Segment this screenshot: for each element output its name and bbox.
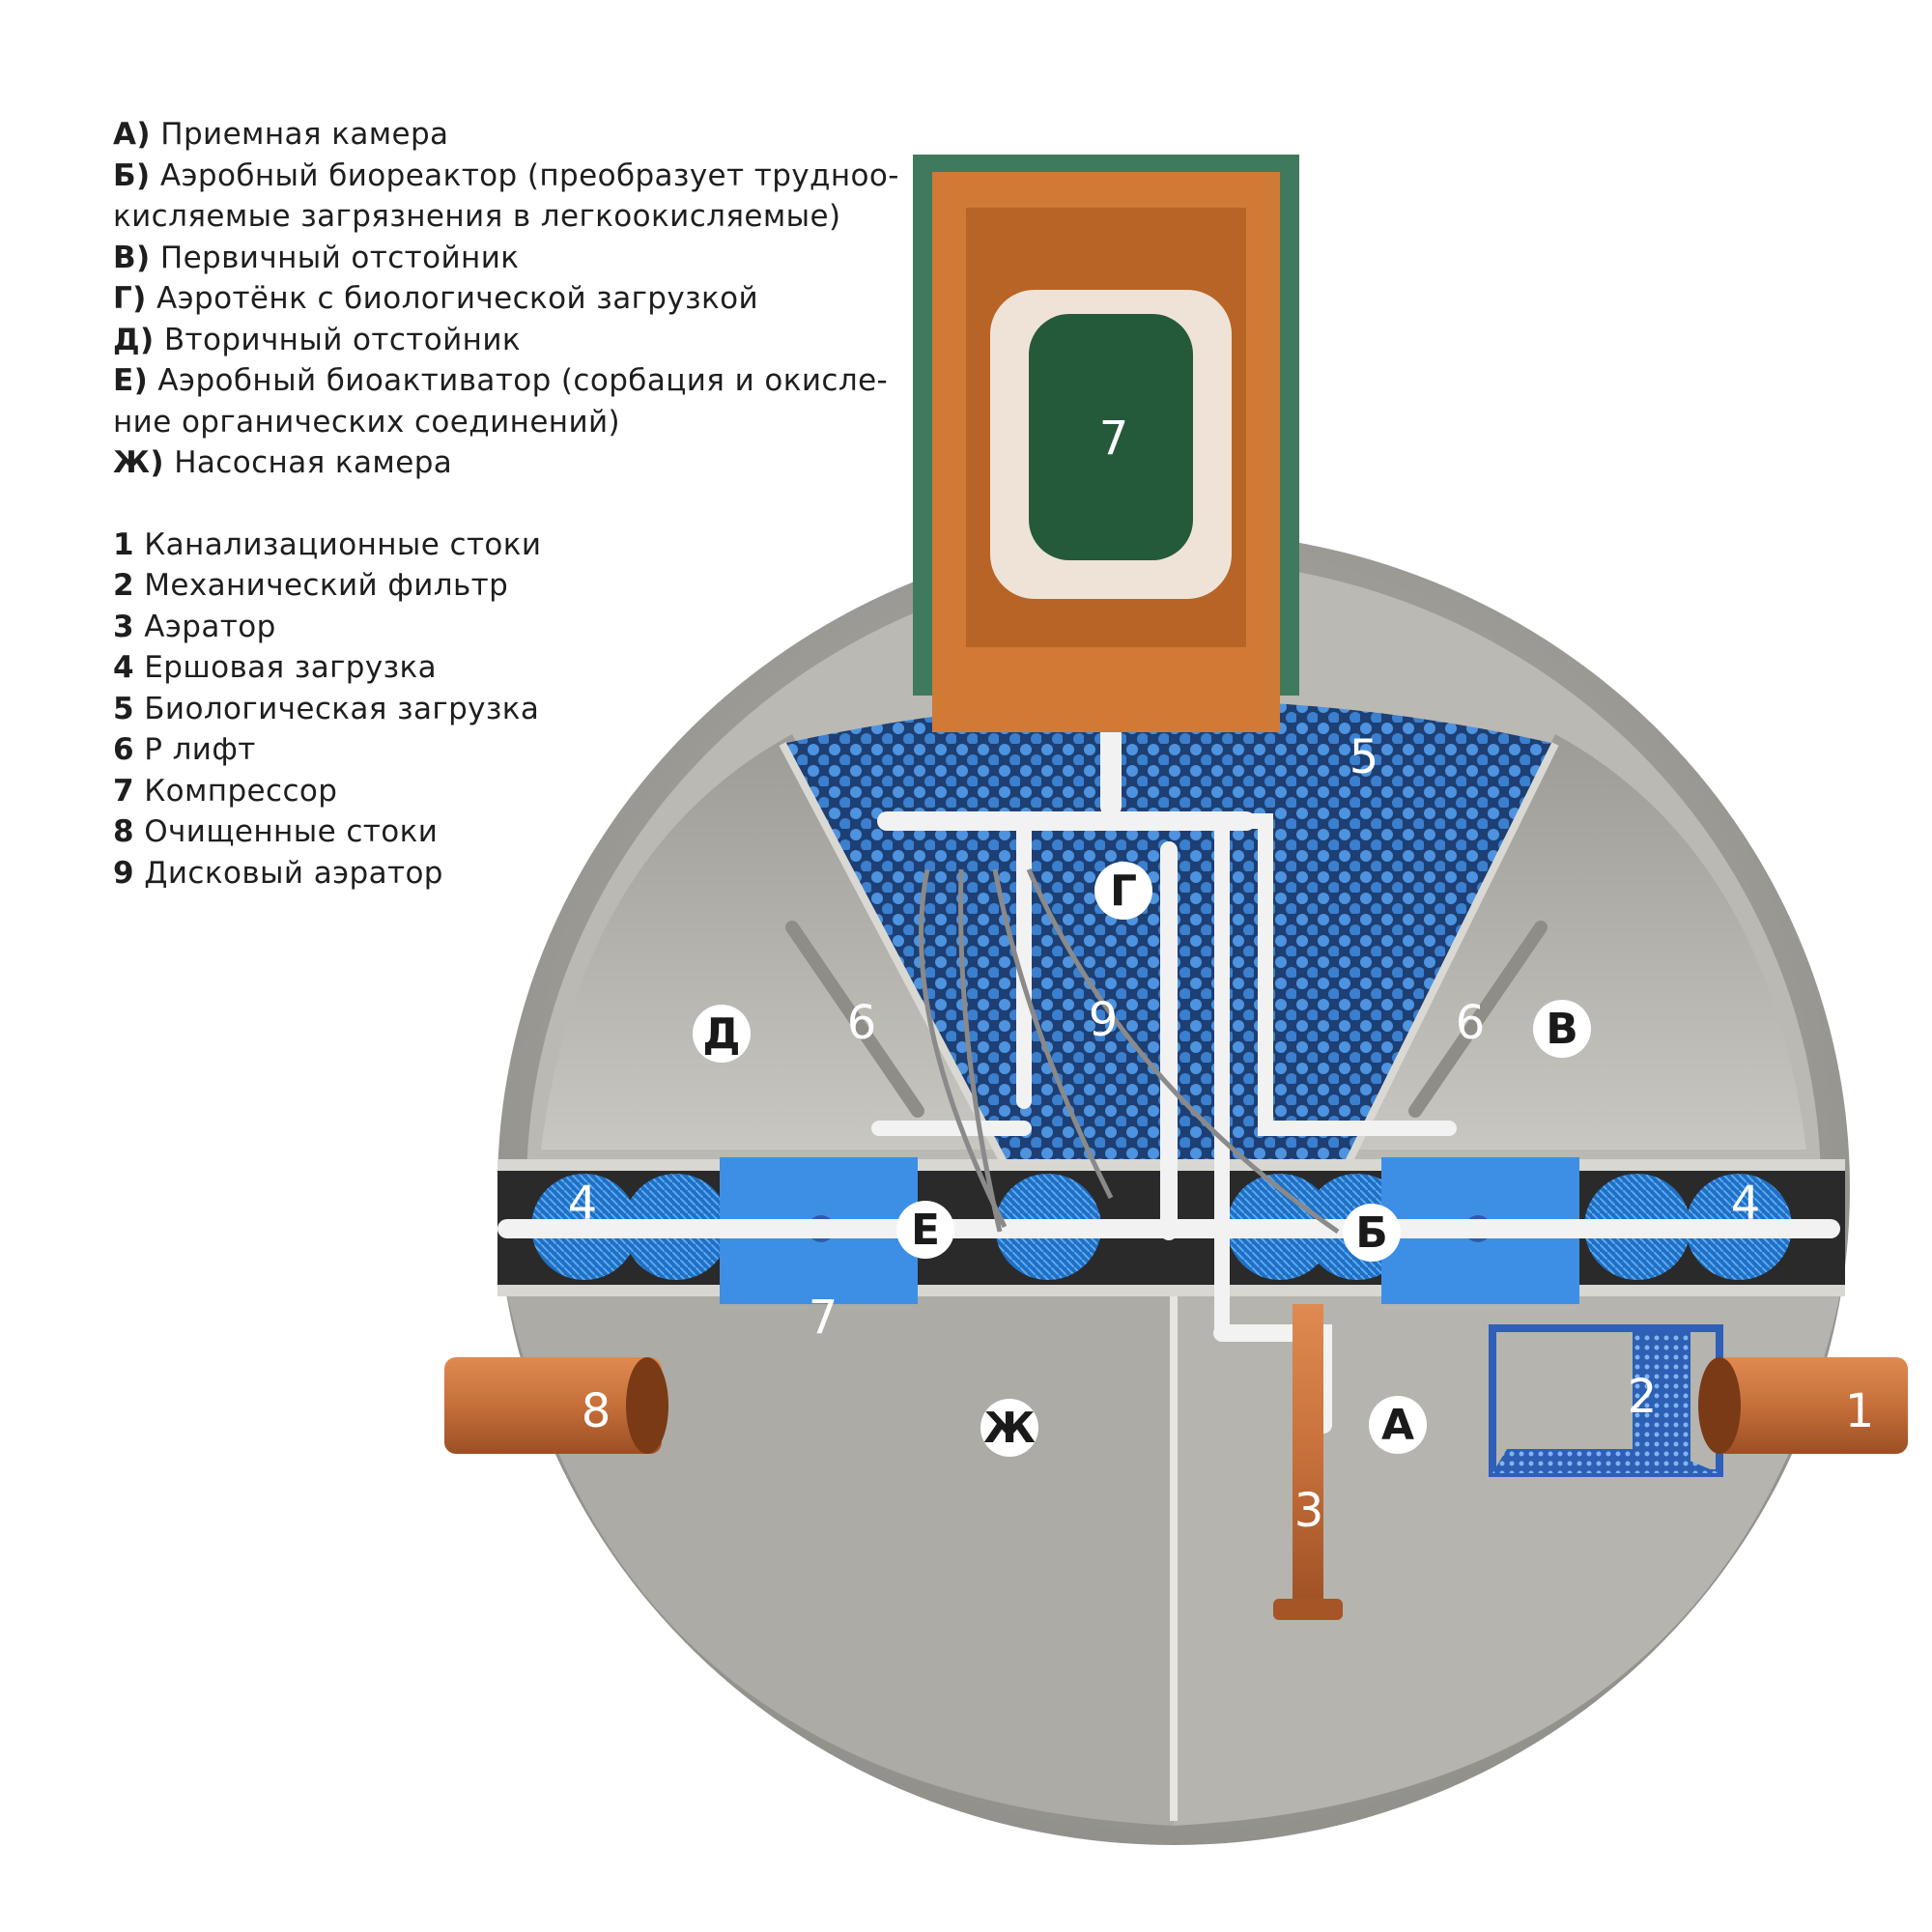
p-lift-pipe-right <box>1238 813 1457 1136</box>
label-inlet: 1 <box>1845 1384 1875 1438</box>
legend-gap <box>113 484 905 525</box>
filter-mesh <box>1633 1331 1690 1471</box>
zone-label-a: А <box>1369 1396 1427 1454</box>
belt-bottom-edge <box>497 1285 1845 1296</box>
zone-label-b: Б <box>1343 1204 1401 1262</box>
hose <box>992 868 1114 1200</box>
compressor-box <box>913 155 1299 732</box>
inlet-pipe <box>1715 1357 1908 1454</box>
label-brush-left: 4 <box>568 1177 598 1231</box>
label-p-lift-right: 6 <box>1456 996 1486 1050</box>
outlet-pipe <box>444 1357 662 1454</box>
legend-line: ние органических соединений) <box>113 404 621 440</box>
label-p-lift-left: 6 <box>847 996 877 1050</box>
legend-line: Е) Аэробный биоактиватор (сорбация и оки… <box>113 363 889 398</box>
inlet-pipe-end <box>1698 1357 1741 1454</box>
legend: А) Приемная камера Б) Аэробный биореакто… <box>113 114 905 894</box>
zone-label-e: Е <box>896 1201 954 1259</box>
legend-line: Д) Вторичный отстойник <box>113 322 521 357</box>
legend-line: 3 Аэратор <box>113 609 276 644</box>
legend-line: 8 Очищенные стоки <box>113 814 439 849</box>
compressor <box>1029 314 1193 560</box>
legend-line: 7 Компрессор <box>113 773 338 809</box>
label-aerator: 3 <box>1294 1484 1324 1538</box>
legend-line: 5 Биологическая загрузка <box>113 691 540 726</box>
legend-line: 6 Р лифт <box>113 732 256 767</box>
zone-label-v: В <box>1533 1000 1591 1058</box>
hose <box>919 868 1008 1229</box>
label-compressor-top: 7 <box>1099 412 1129 466</box>
brush-load-group <box>531 1174 1792 1280</box>
svg-text:Д: Д <box>702 1009 740 1059</box>
legend-line: В) Первичный отстойник <box>113 240 520 275</box>
pipework <box>497 709 1840 1434</box>
svg-text:В: В <box>1546 1005 1578 1054</box>
p-lift-right <box>1408 921 1548 1118</box>
svg-text:Б: Б <box>1355 1208 1388 1258</box>
label-brush-right: 4 <box>1731 1177 1761 1231</box>
zone-label-g: Г <box>1094 862 1152 920</box>
legend-line: кисляемые загрязнения в легкоокисляемые) <box>113 199 841 234</box>
legend-line: Ж) Насосная камера <box>113 445 453 480</box>
aerator <box>1293 1304 1323 1618</box>
label-filter: 2 <box>1628 1370 1658 1424</box>
aerotank-walls <box>779 742 1559 1166</box>
svg-text:А: А <box>1381 1401 1414 1450</box>
zone-label-d: Д <box>693 1005 751 1063</box>
legend-line: 9 Дисковый аэратор <box>113 855 443 891</box>
svg-text:Ж: Ж <box>983 1404 1036 1453</box>
label-compressor-bottom: 7 <box>809 1291 838 1345</box>
legend-line: 4 Ершовая загрузка <box>113 650 438 685</box>
legend-line: Г) Аэротёнк с биологической загрузкой <box>113 281 759 316</box>
label-bio-load: 5 <box>1350 730 1379 784</box>
mechanical-filter <box>1489 1324 1723 1477</box>
legend-line: 1 Канализационные стоки <box>113 526 542 562</box>
label-disk-aerator: 9 <box>1089 993 1119 1047</box>
legend-line: А) Приемная камера <box>113 117 449 152</box>
outlet-pipe-end <box>626 1357 668 1454</box>
legend-line: Б) Аэробный биореактор (преобразует труд… <box>113 157 899 193</box>
svg-text:Е: Е <box>911 1206 940 1255</box>
filter-bottom <box>1492 1449 1719 1473</box>
label-outlet: 8 <box>582 1384 611 1438</box>
zone-label-zh: Ж <box>980 1399 1038 1457</box>
aerator-hoses <box>919 868 1340 1235</box>
p-lift-left <box>785 921 924 1118</box>
legend-line: 2 Механический фильтр <box>113 568 509 603</box>
hose <box>1026 868 1340 1235</box>
hose <box>958 868 1003 1233</box>
svg-text:Г: Г <box>1110 867 1137 916</box>
chamber-d <box>541 734 1005 1150</box>
aerator-base <box>1273 1599 1343 1620</box>
